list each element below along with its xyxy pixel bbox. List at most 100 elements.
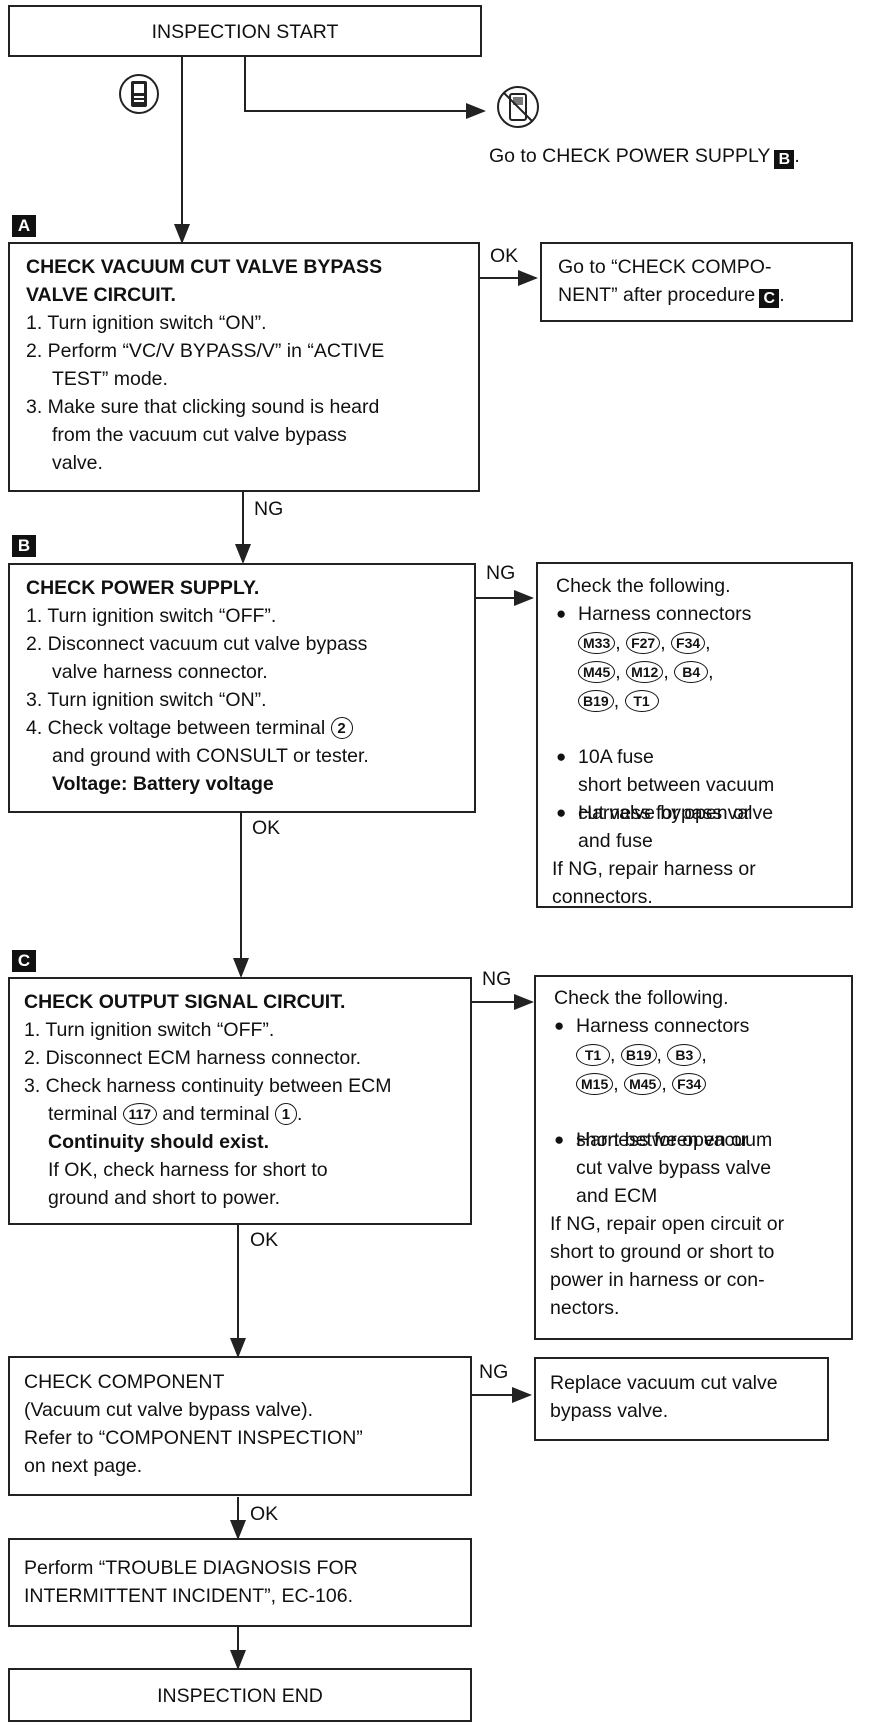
step-a-line: 1. Turn ignition switch “ON”. [26, 312, 267, 334]
step-a-line: 3. Make sure that clicking sound is hear… [26, 396, 380, 418]
step-b-ng-item-fuse: 10A fuse [556, 743, 873, 771]
connector-badge: T1 [576, 1044, 610, 1066]
connector-badge: F27 [626, 632, 661, 654]
step-b-badge: B [12, 535, 36, 557]
step-c-ng-footer: short to ground or short to [550, 1241, 775, 1263]
step-b-line: 3. Turn ignition switch “ON”. [26, 689, 267, 711]
component-ok-label: OK [250, 1503, 279, 1525]
step-a-title-2: VALVE CIRCUIT. [26, 284, 176, 306]
branch-go-to-b-text: Go to CHECK POWER SUPPLY [489, 145, 771, 167]
step-c-note: ground and short to power. [48, 1187, 280, 1209]
step-c-line: 3. Check harness continuity between ECM [24, 1075, 392, 1097]
step-b-box: CHECK POWER SUPPLY. 1. Turn ignition swi… [8, 563, 476, 813]
component-ng-line: Replace vacuum cut valve [550, 1372, 778, 1394]
connector-badge: B4 [674, 661, 709, 683]
no-consult-icon [496, 85, 540, 129]
badge-c-ref: C [759, 289, 780, 308]
step-b-connectors-row-1: M33, F27, F34, [578, 629, 711, 657]
step-b-ng-box: Check the following. Harness connectors … [536, 562, 853, 908]
step-c-line: 2. Disconnect ECM harness connector. [24, 1047, 362, 1069]
trouble-box: Perform “TROUBLE DIAGNOSIS FOR INTERMITT… [8, 1538, 472, 1627]
step-b-ng-footer: If NG, repair harness or [552, 858, 756, 880]
step-b-line: and ground with CONSULT or tester. [52, 745, 369, 767]
component-ng-line: bypass valve. [550, 1400, 669, 1422]
step-a-badge: A [12, 215, 36, 237]
connector-badge: T1 [624, 690, 659, 712]
step-c-badge: C [12, 950, 36, 972]
step-c-ng-footer: If NG, repair open circuit or [550, 1213, 785, 1235]
step-c-terminal-line: terminal 117 and terminal 1. [48, 1103, 303, 1125]
terminal-117-oval: 117 [122, 1103, 157, 1125]
step-a-ok-line-1: Go to “CHECK COMPO- [558, 256, 772, 278]
step-c-ng-footer: nectors. [550, 1297, 620, 1319]
step-c-line: 1. Turn ignition switch “OFF”. [24, 1019, 275, 1041]
step-a-title-1: CHECK VACUUM CUT VALVE BYPASS [26, 256, 383, 278]
connector-badge: M33 [578, 632, 616, 654]
step-a-line: valve. [52, 452, 103, 474]
step-b-ng-label: NG [486, 562, 516, 584]
connector-badge: B19 [578, 690, 614, 712]
step-c-ok-label: OK [250, 1229, 279, 1251]
connector-badge: F34 [671, 632, 706, 654]
component-line: CHECK COMPONENT [24, 1371, 225, 1393]
connector-badge: B19 [620, 1044, 657, 1066]
step-b-ng-header: Check the following. [556, 575, 731, 597]
terminal-1-circle: 1 [274, 1103, 297, 1125]
step-c-ng-footer: power in harness or con- [550, 1269, 765, 1291]
step-c-and-terminal: and terminal [162, 1103, 270, 1125]
trouble-line: INTERMITTENT INCIDENT”, EC-106. [24, 1585, 353, 1607]
step-a-line: from the vacuum cut valve bypass [52, 424, 347, 446]
step-b-line: 4. Check voltage between terminal [26, 717, 326, 739]
step-b-line: 2. Disconnect vacuum cut valve bypass [26, 633, 368, 655]
step-b-ng-item-harness: Harness connectors [556, 600, 873, 628]
step-a-line: 2. Perform “VC/V BYPASS/V” in “ACTIVE [26, 340, 385, 362]
step-c-note: If OK, check harness for short to [48, 1159, 328, 1181]
step-c-ng-box: Check the following. Harness connectors … [534, 975, 853, 1340]
step-b-line: 1. Turn ignition switch “OFF”. [26, 605, 277, 627]
step-c-ng-label: NG [482, 968, 512, 990]
inspection-end-box: INSPECTION END [8, 1668, 472, 1722]
inspection-start-box: INSPECTION START [8, 5, 482, 57]
step-a-line: TEST” mode. [52, 368, 168, 390]
connector-badge: F34 [672, 1073, 707, 1095]
step-b-connectors-row-3: B19, T1 [578, 687, 659, 715]
component-ng-label: NG [479, 1361, 509, 1383]
component-line: Refer to “COMPONENT INSPECTION” [24, 1427, 363, 1449]
step-c-title: CHECK OUTPUT SIGNAL CIRCUIT. [24, 991, 346, 1013]
step-b-ng-item-harness-open: Harness for open or [556, 799, 873, 827]
step-a-ok-line-2-text: NENT” after procedure [558, 284, 756, 306]
step-b-ng-item-line: and fuse [578, 830, 653, 852]
step-c-connectors-row-2: M15, M45, F34 [576, 1070, 707, 1098]
step-b-line: valve harness connector. [52, 661, 268, 683]
step-c-ng-item-line: and ECM [576, 1185, 658, 1207]
step-b-line-terminal: 4. Check voltage between terminal 2 [26, 714, 353, 742]
inspection-end-label: INSPECTION END [157, 1685, 323, 1707]
step-b-title: CHECK POWER SUPPLY. [26, 577, 260, 599]
component-ng-box: Replace vacuum cut valve bypass valve. [534, 1357, 829, 1441]
step-b-connectors-row-2: M45, M12, B4, [578, 658, 714, 686]
component-line: on next page. [24, 1455, 143, 1477]
step-a-ok-label: OK [490, 245, 519, 267]
badge-b-ref: B [774, 150, 795, 169]
step-b-result: Voltage: Battery voltage [52, 773, 274, 795]
step-a-ok-box: Go to “CHECK COMPO- NENT” after procedur… [540, 242, 853, 322]
inspection-start-label: INSPECTION START [151, 21, 339, 43]
step-c-connectors-row-1: T1, B19, B3, [576, 1041, 707, 1069]
arrow-start-to-branch [244, 55, 486, 119]
step-c-ng-item-harness: Harness connectors [554, 1012, 873, 1040]
step-c-ng-item-line: short between vacuum [576, 1129, 773, 1151]
connector-badge: M45 [578, 661, 616, 683]
step-b-ng-footer: connectors. [552, 886, 653, 908]
connector-badge: M12 [626, 661, 664, 683]
step-c-box: CHECK OUTPUT SIGNAL CIRCUIT. 1. Turn ign… [8, 977, 472, 1225]
trouble-line: Perform “TROUBLE DIAGNOSIS FOR [24, 1557, 358, 1579]
step-c-ng-header: Check the following. [554, 987, 729, 1009]
step-b-ok-label: OK [252, 817, 281, 839]
step-a-ng-label: NG [254, 498, 284, 520]
component-line: (Vacuum cut valve bypass valve). [24, 1399, 314, 1421]
connector-badge: B3 [667, 1044, 702, 1066]
step-a-box: CHECK VACUUM CUT VALVE BYPASS VALVE CIRC… [8, 242, 480, 492]
